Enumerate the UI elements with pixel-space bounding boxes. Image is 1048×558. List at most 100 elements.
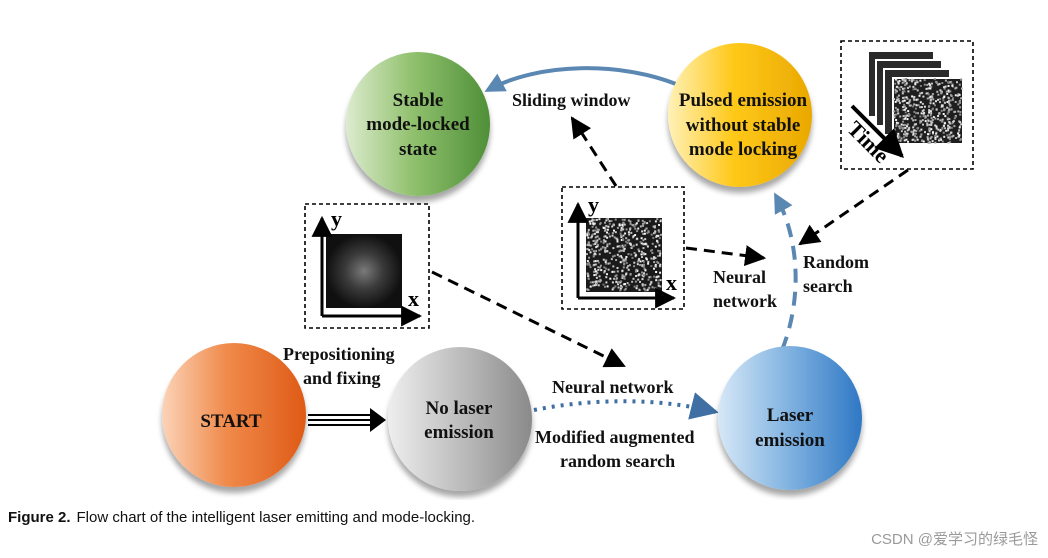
speckle-dot: [898, 127, 901, 130]
speckle-dot: [642, 233, 645, 235]
speckle-dot: [587, 288, 590, 291]
speckle-inset: y x: [561, 186, 685, 310]
speckle-dot: [614, 275, 617, 278]
speckle-dot: [651, 249, 653, 251]
speckle-dot: [654, 230, 657, 233]
speckle-dot: [927, 141, 930, 144]
speckle-dot: [906, 129, 909, 132]
speckle-dot: [596, 228, 599, 231]
speckle-dot: [939, 98, 942, 100]
speckle-dot: [643, 221, 646, 224]
speckle-dot: [897, 112, 900, 115]
speckle-dot: [628, 239, 631, 241]
speckle-dot: [637, 227, 640, 230]
speckle-dot: [617, 286, 620, 289]
speckle-dot: [591, 281, 594, 284]
speckle-dot: [959, 111, 962, 113]
speckle-dot: [932, 116, 935, 119]
speckle-dot: [602, 241, 605, 244]
speckle-dot: [946, 106, 949, 109]
speckle-dot: [633, 261, 636, 264]
speckle-dot: [905, 82, 908, 85]
speckle-dot: [624, 244, 627, 247]
speckle-dot: [620, 255, 622, 258]
speckle-dot: [947, 89, 950, 92]
speckle-dot: [655, 271, 658, 273]
speckle-dot: [926, 124, 929, 127]
speckle-dot: [637, 274, 640, 277]
speckle-dot: [912, 105, 914, 108]
speckle-dot: [588, 220, 591, 223]
speckle-dot: [923, 105, 926, 108]
speckle-dot: [592, 240, 595, 242]
speckle-dot: [932, 132, 934, 135]
speckle-dot: [950, 81, 953, 84]
speckle-dot: [608, 262, 611, 265]
speckle-dot: [921, 91, 924, 94]
speckle-dot: [659, 279, 662, 282]
speckle-dot: [894, 82, 897, 85]
speckle-dot: [913, 129, 916, 132]
speckle-dot: [931, 94, 934, 97]
speckle-dot: [606, 245, 609, 248]
speckle-dot: [903, 80, 906, 83]
speckle-dot: [911, 78, 914, 81]
speckle-dot: [903, 103, 906, 106]
speckle-dot: [648, 276, 651, 279]
speckle-dot: [659, 263, 662, 266]
speckle-dot: [911, 131, 914, 134]
speckle-dot: [920, 112, 923, 115]
random-search-label-1: Random: [803, 252, 869, 272]
speckle-dot: [922, 123, 924, 126]
speckle-dot: [589, 281, 592, 284]
speckle-dot: [618, 281, 621, 284]
speckle-dot: [604, 260, 607, 263]
speckle-dot: [590, 220, 593, 223]
speckle-dot: [586, 263, 589, 266]
speckle-dot: [643, 288, 646, 290]
speckle-dot: [951, 122, 954, 125]
speckle-dot: [586, 232, 589, 235]
speckle-dot: [958, 93, 961, 96]
speckle-dot: [936, 135, 939, 138]
speckle-dot: [618, 223, 621, 226]
speckle-dot: [595, 231, 598, 233]
speckle-dot: [953, 117, 956, 120]
speckle-dot: [658, 254, 661, 257]
speckle-dot: [605, 262, 607, 265]
speckle-dot: [954, 110, 957, 113]
speckle-dot: [933, 78, 936, 81]
speckle-dot: [642, 239, 645, 242]
speckle-dot: [896, 99, 899, 102]
speckle-dot: [916, 98, 919, 101]
speckle-dot: [902, 109, 905, 111]
speckle-dot: [658, 237, 661, 240]
speckle-dot: [948, 136, 951, 139]
speckle-dot: [899, 125, 902, 127]
speckle-dot: [957, 93, 960, 96]
speckle-dot: [599, 222, 602, 225]
speckle-dot: [921, 139, 924, 142]
speckle-dot: [949, 141, 952, 143]
speckle-dot: [591, 234, 594, 236]
speckle-dot: [914, 132, 917, 135]
speckle-dot: [908, 100, 911, 103]
speckle-dot: [586, 288, 589, 291]
speckle-dot: [602, 283, 605, 286]
speckle-dot: [624, 288, 627, 290]
speckle-dot: [655, 287, 658, 290]
speckle-dot: [914, 135, 916, 138]
speckle-dot: [598, 253, 601, 256]
speckle-dot: [636, 263, 639, 266]
speckle-dot: [593, 274, 596, 277]
speckle-dot: [904, 134, 907, 137]
speckle-dot: [939, 101, 941, 104]
speckle-to-network-arrow: [685, 245, 767, 267]
laser-node-line-1: Laser: [767, 405, 814, 426]
speckle-dot: [613, 229, 615, 232]
speckle-dot: [940, 109, 943, 112]
speckle-dot: [593, 222, 596, 225]
speckle-dot: [903, 139, 906, 142]
speckle-dot: [620, 284, 622, 287]
speckle-dot: [634, 234, 637, 237]
